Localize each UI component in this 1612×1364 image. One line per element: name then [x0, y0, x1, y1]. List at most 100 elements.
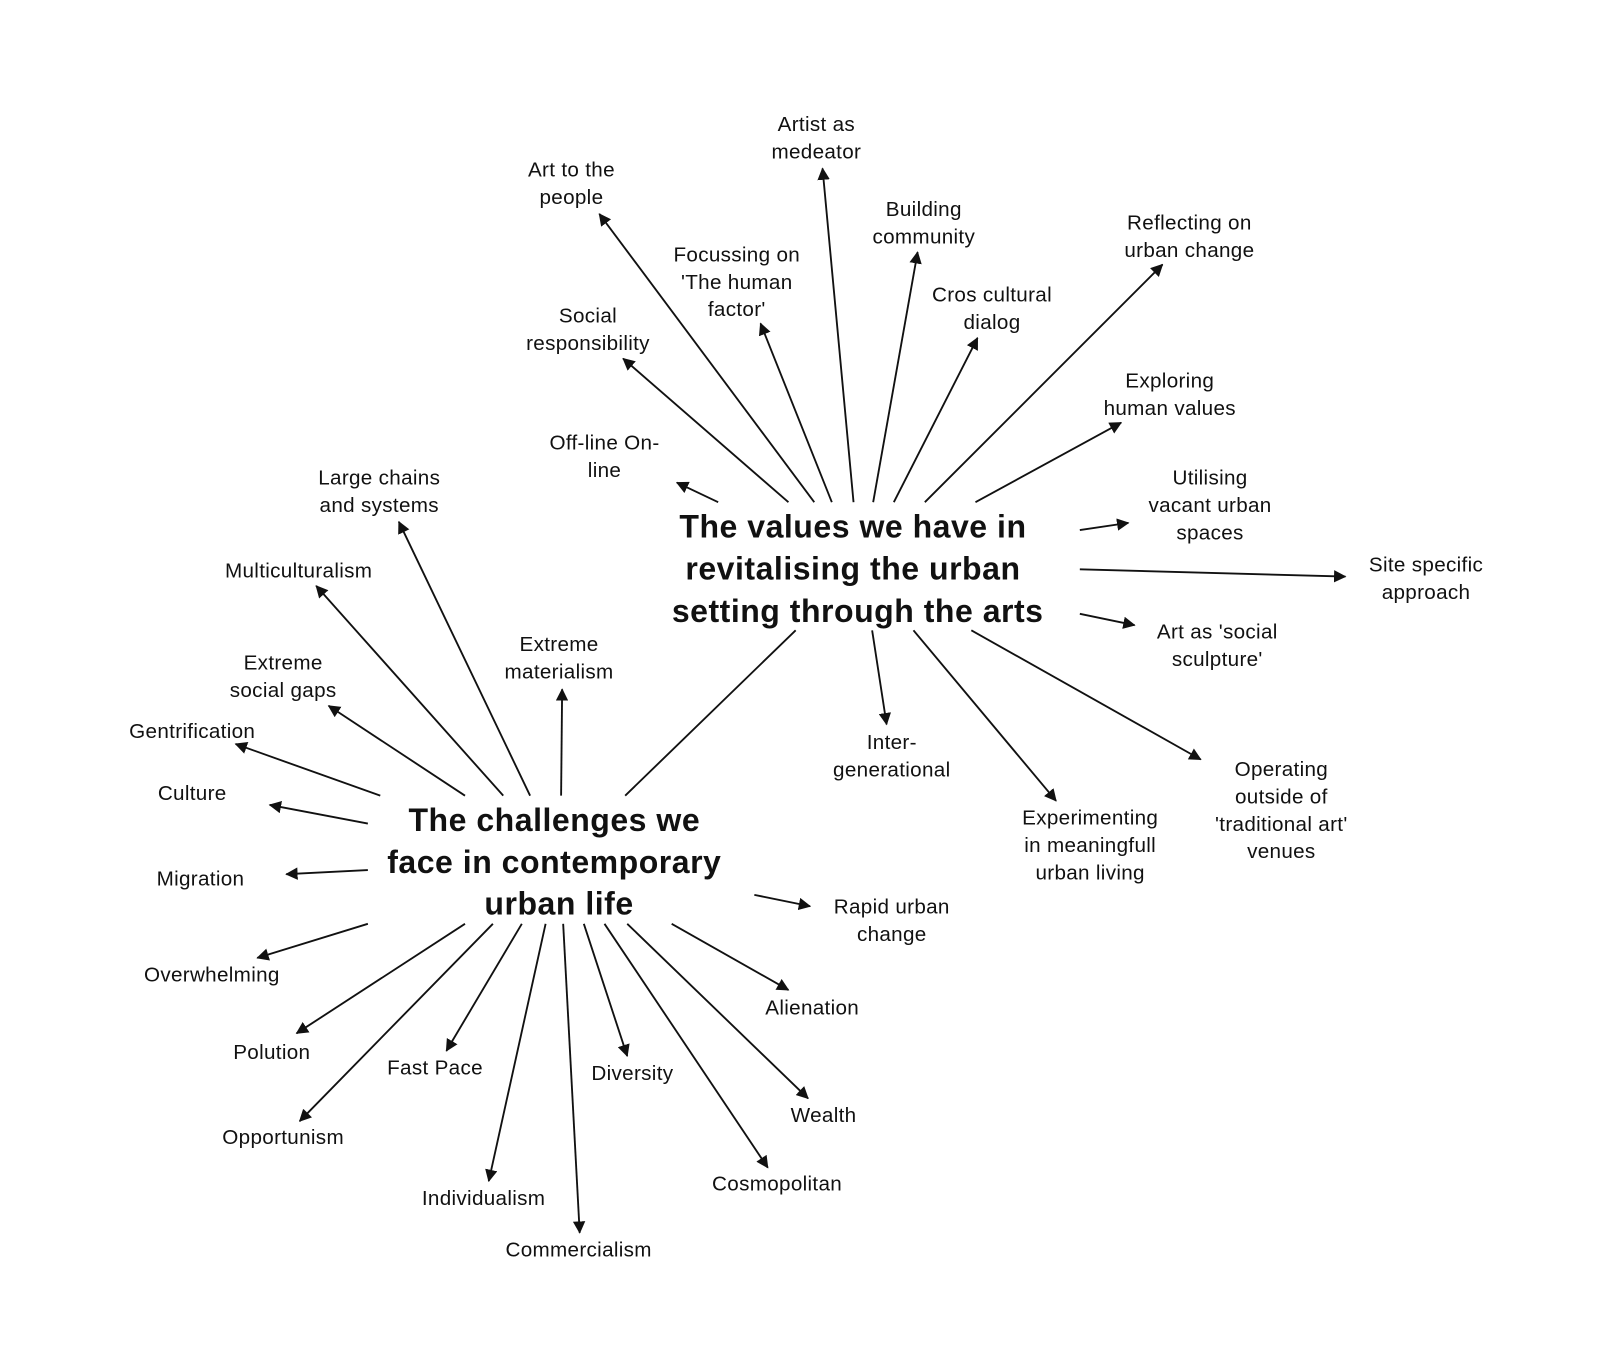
value-node-label-line: generational — [833, 759, 950, 782]
challenge-node-label-line: Alienation — [765, 997, 859, 1020]
challenge-arrow-cosmopolitan — [603, 923, 769, 1169]
challenge-node-gentrification: Gentrification — [129, 720, 255, 743]
challenge-node-wealth: Wealth — [791, 1104, 857, 1127]
challenge-node-label-line: Rapid urban — [834, 895, 950, 918]
challenge-node-label-line: social gaps — [230, 679, 337, 702]
challenge-arrow-overwhelming — [256, 922, 369, 961]
value-node-label-line: venues — [1247, 840, 1315, 863]
values-hub-line: setting through the arts — [672, 593, 1044, 629]
value-node-label-line: Operating — [1235, 758, 1329, 781]
value-node-site-specific-approach: Site specific approach — [1369, 553, 1483, 603]
challenge-node-label-line: change — [857, 923, 927, 946]
challenge-node-label-line: Gentrification — [129, 720, 255, 743]
challenge-arrow-rapid-urban-change — [754, 893, 812, 911]
value-node-experimenting-in-meaningfull-urban-living: Experimenting in meaningfull urban living — [1022, 807, 1158, 885]
values-hub-line: The values we have in — [679, 508, 1026, 544]
value-node-label-line: community — [872, 225, 975, 248]
challenge-node-overwhelming: Overwhelming — [144, 964, 280, 987]
value-node-label-line: factor' — [708, 298, 766, 321]
challenge-arrow-fast-pace — [445, 923, 523, 1052]
value-arrow-experimenting-in-meaningfull-urban-living — [912, 629, 1057, 802]
value-node-label-line: Off-line On- — [549, 432, 659, 455]
value-arrow-site-specific-approach — [1079, 568, 1347, 583]
challenge-node-cosmopolitan: Cosmopolitan — [712, 1172, 842, 1195]
challenge-node-culture: Culture — [158, 782, 227, 805]
challenge-arrow-alienation — [671, 922, 790, 991]
challenges-hub-line: The challenges we — [408, 802, 700, 838]
challenge-arrow-migration — [285, 867, 368, 880]
value-node-label-line: vacant urban — [1148, 494, 1271, 517]
value-arrow-social-responsibility — [622, 357, 790, 503]
challenge-node-label-line: Overwhelming — [144, 964, 280, 987]
challenge-node-label-line: Large chains — [318, 467, 440, 490]
value-arrow-reflecting-on-urban-change — [924, 263, 1164, 503]
value-node-label-line: Utilising — [1172, 467, 1247, 490]
challenges-hub-line: urban life — [484, 886, 633, 922]
value-node-label-line: Building — [886, 198, 962, 221]
value-node-label-line: Exploring — [1125, 370, 1214, 393]
challenge-arrow-large-chains-and-systems — [398, 520, 531, 797]
challenge-node-label-line: Individualism — [422, 1187, 545, 1210]
value-node-label-line: Experimenting — [1022, 807, 1158, 830]
value-node-label-line: Art to the — [528, 159, 615, 182]
challenge-node-label-line: Polution — [233, 1041, 310, 1064]
values-hub-title: The values we have in revitalising the u… — [672, 508, 1044, 629]
challenge-node-fast-pace: Fast Pace — [387, 1057, 483, 1080]
challenge-node-label-line: Diversity — [591, 1062, 673, 1085]
hub-connector-line — [624, 629, 797, 797]
value-arrow-building-community — [872, 251, 922, 503]
value-node-label-line: approach — [1382, 581, 1471, 604]
value-arrow-utilising-vacant-urban-spaces — [1079, 518, 1130, 532]
challenge-node-label-line: Extreme — [519, 633, 598, 656]
value-arrow-cros-cultural-dialog — [893, 336, 979, 503]
value-node-label-line: in meaningfull — [1024, 834, 1156, 857]
value-node-label-line: medeator — [771, 141, 861, 164]
challenge-node-label-line: Cosmopolitan — [712, 1172, 842, 1195]
value-node-label-line: outside of — [1235, 785, 1328, 808]
challenge-arrow-polution — [295, 923, 466, 1035]
value-arrow-operating-outside-of-traditional-art-venues — [970, 629, 1202, 761]
challenge-node-label-line: Opportunism — [222, 1126, 344, 1149]
values-hub-line: revitalising the urban — [685, 551, 1020, 587]
challenge-node-migration: Migration — [157, 868, 245, 891]
challenge-node-multiculturalism: Multiculturalism — [225, 560, 372, 583]
challenge-arrow-extreme-materialism — [555, 688, 569, 796]
value-node-label-line: Focussing on — [673, 243, 800, 266]
value-node-label-line: urban change — [1124, 239, 1254, 262]
value-node-label-line: urban living — [1035, 861, 1144, 884]
challenge-node-individualism: Individualism — [422, 1187, 545, 1210]
value-arrow-art-to-the-people — [598, 213, 816, 503]
challenge-node-rapid-urban-change: Rapid urban change — [834, 895, 950, 945]
value-node-exploring-human-values: Exploring human values — [1104, 370, 1236, 420]
challenge-arrow-diversity — [582, 923, 630, 1058]
challenge-arrow-multiculturalism — [315, 585, 504, 797]
challenge-node-diversity: Diversity — [591, 1062, 673, 1085]
value-node-label-line: spaces — [1176, 521, 1243, 544]
challenge-arrow-gentrification — [234, 741, 381, 797]
value-node-label-line: human values — [1104, 397, 1236, 420]
value-node-label-line: Social — [559, 304, 617, 327]
challenges-hub-title: The challenges we face in contemporary u… — [387, 802, 731, 922]
challenge-arrow-wealth — [626, 923, 809, 1100]
value-node-label-line: Inter- — [867, 731, 917, 754]
value-arrow-art-as-social-sculpture — [1079, 612, 1136, 629]
challenge-node-label-line: Multiculturalism — [225, 560, 372, 583]
value-arrow-exploring-human-values — [975, 421, 1123, 504]
value-node-label-line: Art as 'social — [1157, 621, 1278, 644]
challenge-node-label-line: Wealth — [791, 1104, 857, 1127]
value-node-off-line-on-line: Off-line On-line — [549, 432, 659, 482]
value-arrow-off-line-on-line — [675, 481, 719, 504]
value-node-label-line: Site specific — [1369, 553, 1483, 576]
value-node-label-line: dialog — [964, 311, 1021, 334]
value-arrow-inter-generational — [871, 630, 891, 726]
